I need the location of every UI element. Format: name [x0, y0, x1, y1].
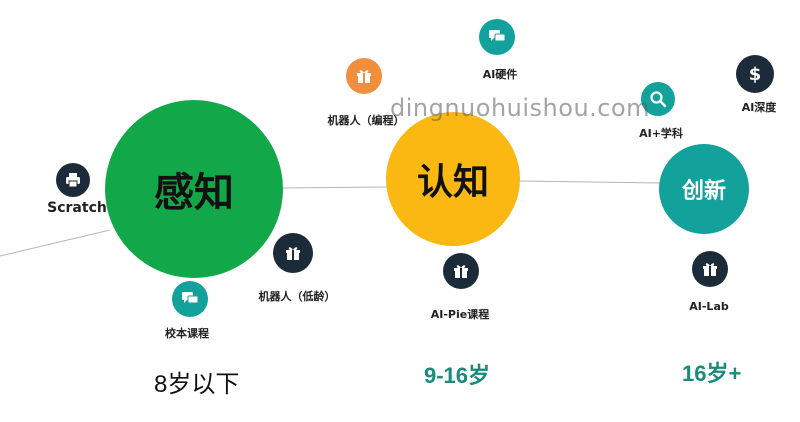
node-label-school-course: 校本课程 — [165, 327, 209, 340]
stage-age-innovation: 16岁+ — [682, 361, 742, 386]
node-ai-pie-course — [443, 253, 479, 289]
stage-title-innovation: 创新 — [681, 179, 726, 204]
node-label-scratch: Scratch — [47, 200, 107, 216]
node-ai-subjects — [641, 82, 675, 116]
gift-icon — [286, 247, 300, 260]
node-label-robot-young: 机器人（低龄） — [258, 290, 336, 303]
node-label-ai-subjects: AI+学科 — [639, 127, 683, 140]
chat-icon — [489, 30, 506, 42]
node-robot-young — [273, 233, 313, 273]
stage-circle-perception: 感知 — [105, 100, 283, 278]
node-label-ai-pie-course: AI-Pie课程 — [430, 308, 490, 321]
connector-line-left — [0, 229, 111, 257]
node-ai-lab — [692, 251, 728, 287]
node-ai-depth: $ — [736, 55, 774, 93]
gift-icon — [454, 265, 468, 278]
node-school-course — [172, 281, 208, 317]
node-label-ai-hardware: AI硬件 — [482, 68, 518, 81]
stage-title-perception: 感知 — [154, 170, 234, 216]
connector-line-perception-cognition — [281, 186, 389, 189]
stage-title-cognition: 认知 — [416, 162, 489, 203]
node-robot-programming — [346, 58, 382, 94]
search-icon — [650, 91, 667, 108]
dollar-icon: $ — [749, 64, 762, 85]
connector-line-cognition-innovation — [519, 180, 661, 184]
node-ai-hardware — [479, 19, 515, 55]
node-label-ai-lab: AI-Lab — [689, 300, 729, 313]
stage-age-cognition: 9-16岁 — [424, 363, 491, 388]
watermark: dingnuohuishou.com — [390, 94, 651, 122]
stage-age-perception: 8岁以下 — [154, 371, 240, 398]
gift-icon — [357, 70, 371, 83]
node-scratch — [56, 163, 90, 197]
gift-icon — [703, 263, 717, 276]
printer-icon — [66, 173, 80, 188]
stage-circle-cognition: 认知 — [386, 112, 520, 246]
chat-icon — [182, 292, 199, 304]
node-label-robot-programming: 机器人（编程） — [327, 114, 405, 127]
stage-circle-innovation: 创新 — [659, 144, 749, 234]
svg-text:$: $ — [749, 64, 762, 85]
node-label-ai-depth: AI深度 — [741, 101, 777, 114]
